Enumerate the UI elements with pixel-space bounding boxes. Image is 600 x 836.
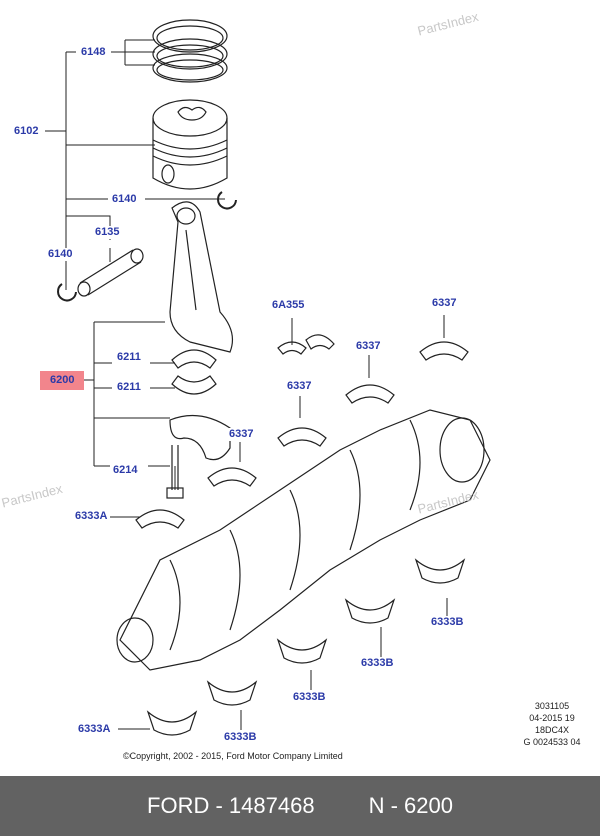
callout-6333A[interactable]: 6333A xyxy=(74,510,109,523)
crankshaft xyxy=(116,409,491,671)
meta-line: 3031105 xyxy=(534,701,570,711)
piston-rings xyxy=(152,19,228,83)
rod-cap xyxy=(166,414,231,499)
callout-6337[interactable]: 6337 xyxy=(355,340,382,353)
callout-6337[interactable]: 6337 xyxy=(431,297,458,310)
callout-6211[interactable]: 6211 xyxy=(116,351,142,364)
callout-6148[interactable]: 6148 xyxy=(80,46,107,59)
callout-6333A[interactable]: 6333A xyxy=(77,723,112,736)
callout-6333B[interactable]: 6333B xyxy=(360,657,395,670)
leader-lines xyxy=(45,39,448,730)
callout-6333B[interactable]: 6333B xyxy=(430,616,465,629)
meta-line: 18DC4X xyxy=(534,725,570,735)
callout-6102[interactable]: 6102 xyxy=(13,125,40,138)
callout-6333B[interactable]: 6333B xyxy=(223,731,258,744)
callout-6214[interactable]: 6214 xyxy=(112,464,139,477)
callout-6140[interactable]: 6140 xyxy=(47,248,74,261)
callout-6A355[interactable]: 6A355 xyxy=(271,299,306,312)
meta-line: 04-2015 19 xyxy=(529,713,575,723)
callout-6135[interactable]: 6135 xyxy=(94,226,121,239)
copyright-notice: ©Copyright, 2002 - 2015, Ford Motor Comp… xyxy=(123,751,343,761)
part-callout-number: N - 6200 xyxy=(368,793,453,818)
diagram-reference-codes: 3031105 04-2015 19 18DC4X G 0024533 04 xyxy=(522,700,582,748)
circlip-lower xyxy=(57,283,77,302)
part-brand-number: FORD - 1487468 xyxy=(147,793,315,818)
circlip-upper xyxy=(217,191,237,210)
footer-bar: FORD - 1487468 N - 6200 xyxy=(0,776,600,836)
callout-6337[interactable]: 6337 xyxy=(228,428,255,441)
exploded-parts-diagram xyxy=(45,19,491,736)
callout-6337[interactable]: 6337 xyxy=(286,380,313,393)
callout-6140[interactable]: 6140 xyxy=(111,193,138,206)
callout-6200-highlighted[interactable]: 6200 xyxy=(40,371,85,390)
bearing-shells xyxy=(135,334,469,736)
piston-pin xyxy=(77,248,144,297)
callout-6211[interactable]: 6211 xyxy=(116,381,142,394)
callout-6333B[interactable]: 6333B xyxy=(292,691,327,704)
piston xyxy=(152,99,228,190)
connecting-rod xyxy=(169,201,233,353)
meta-line: G 0024533 04 xyxy=(523,737,581,747)
